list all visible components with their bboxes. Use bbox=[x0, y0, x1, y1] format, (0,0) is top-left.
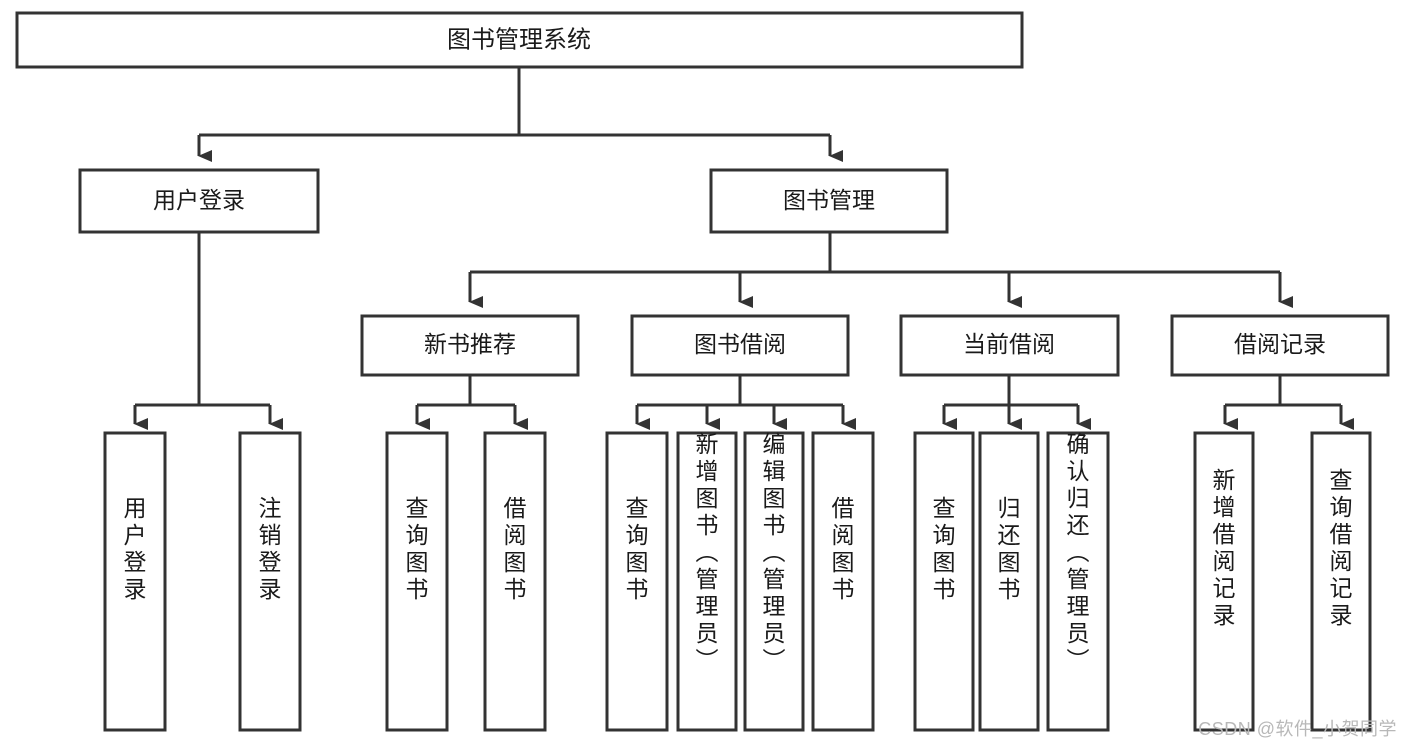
connector-layer bbox=[133, 67, 1354, 430]
leaf-query-book-newbook[interactable]: 查询图书 bbox=[385, 431, 449, 732]
leaf-query-borrow-record[interactable]: 查询借阅记录 bbox=[1310, 431, 1372, 732]
leaf-add-borrow-record-label: 新增借阅记录 bbox=[1213, 467, 1236, 628]
leaf-confirm-return-admin-label: 确认归还︵管理员︶ bbox=[1067, 431, 1090, 673]
leaf-confirm-return-admin-box[interactable] bbox=[1046, 431, 1110, 732]
node-book-management[interactable]: 图书管理 bbox=[709, 168, 949, 234]
leaf-borrow-book-label: 借阅图书 bbox=[832, 495, 855, 602]
leaf-logout-label: 注销登录 bbox=[259, 495, 282, 602]
leaf-edit-book-admin-box[interactable] bbox=[743, 431, 805, 732]
node-borrow-record[interactable]: 借阅记录 bbox=[1170, 314, 1390, 377]
leaf-confirm-return-admin[interactable]: 确认归还︵管理员︶ bbox=[1046, 431, 1110, 732]
leaf-borrow-book[interactable]: 借阅图书 bbox=[811, 431, 875, 732]
leaf-query-book-borrow[interactable]: 查询图书 bbox=[605, 431, 669, 732]
node-book-management-label: 图书管理 bbox=[783, 187, 875, 213]
node-new-book-recommend-box[interactable] bbox=[360, 314, 580, 377]
node-current-borrow[interactable]: 当前借阅 bbox=[899, 314, 1120, 377]
leaf-add-book-admin[interactable]: 新增图书︵管理员︶ bbox=[676, 431, 738, 732]
leaf-query-book-borrow-label: 查询图书 bbox=[626, 495, 649, 602]
leaf-borrow-book-newbook-label: 借阅图书 bbox=[504, 495, 527, 602]
leaf-query-borrow-record-label: 查询借阅记录 bbox=[1330, 467, 1353, 628]
leaf-query-book-borrow-box[interactable] bbox=[605, 431, 669, 732]
leaf-query-book-current[interactable]: 查询图书 bbox=[913, 431, 975, 732]
leaf-user-login-box[interactable] bbox=[103, 431, 167, 732]
node-current-borrow-box[interactable] bbox=[899, 314, 1120, 377]
leaf-return-book[interactable]: 归还图书 bbox=[978, 431, 1040, 732]
leaf-user-login-label: 用户登录 bbox=[124, 495, 147, 602]
leaf-user-login[interactable]: 用户登录 bbox=[103, 431, 167, 732]
leaf-logout[interactable]: 注销登录 bbox=[238, 431, 302, 732]
leaf-add-borrow-record-box[interactable] bbox=[1193, 431, 1255, 732]
leaf-add-book-admin-label: 新增图书︵管理员︶ bbox=[696, 431, 719, 673]
node-book-management-box[interactable] bbox=[709, 168, 949, 234]
leaf-edit-book-admin-label: 编辑图书︵管理员︶ bbox=[763, 431, 786, 673]
node-new-book-recommend[interactable]: 新书推荐 bbox=[360, 314, 580, 377]
node-borrow-record-label: 借阅记录 bbox=[1234, 331, 1326, 357]
leaf-query-book-current-box[interactable] bbox=[913, 431, 975, 732]
node-root-box[interactable] bbox=[15, 11, 1024, 69]
leaf-query-book-current-label: 查询图书 bbox=[933, 495, 956, 602]
leaf-return-book-box[interactable] bbox=[978, 431, 1040, 732]
leaf-borrow-book-box[interactable] bbox=[811, 431, 875, 732]
node-current-borrow-label: 当前借阅 bbox=[963, 331, 1055, 357]
node-new-book-recommend-label: 新书推荐 bbox=[424, 331, 516, 357]
node-book-borrow[interactable]: 图书借阅 bbox=[630, 314, 850, 377]
node-root-system[interactable]: 图书管理系统 bbox=[15, 11, 1024, 69]
leaf-query-book-newbook-box[interactable] bbox=[385, 431, 449, 732]
leaf-borrow-book-newbook-box[interactable] bbox=[483, 431, 547, 732]
node-user-login-label: 用户登录 bbox=[153, 187, 245, 213]
node-book-borrow-label: 图书借阅 bbox=[694, 331, 786, 357]
leaf-logout-box[interactable] bbox=[238, 431, 302, 732]
leaf-edit-book-admin[interactable]: 编辑图书︵管理员︶ bbox=[743, 431, 805, 732]
node-user-login[interactable]: 用户登录 bbox=[78, 168, 320, 234]
leaf-query-borrow-record-box[interactable] bbox=[1310, 431, 1372, 732]
leaf-query-book-newbook-label: 查询图书 bbox=[406, 495, 429, 602]
leaf-borrow-book-newbook[interactable]: 借阅图书 bbox=[483, 431, 547, 732]
node-user-login-box[interactable] bbox=[78, 168, 320, 234]
leaf-return-book-label: 归还图书 bbox=[998, 495, 1021, 602]
leaf-add-book-admin-box[interactable] bbox=[676, 431, 738, 732]
node-book-borrow-box[interactable] bbox=[630, 314, 850, 377]
node-borrow-record-box[interactable] bbox=[1170, 314, 1390, 377]
leaf-add-borrow-record[interactable]: 新增借阅记录 bbox=[1193, 431, 1255, 732]
node-root-label: 图书管理系统 bbox=[447, 26, 591, 53]
leaf-node-layer: 用户登录 注销登录 查询图书 借阅图书 查询图书 新增图书︵管理员︶ 编辑图书︵… bbox=[103, 431, 1372, 732]
